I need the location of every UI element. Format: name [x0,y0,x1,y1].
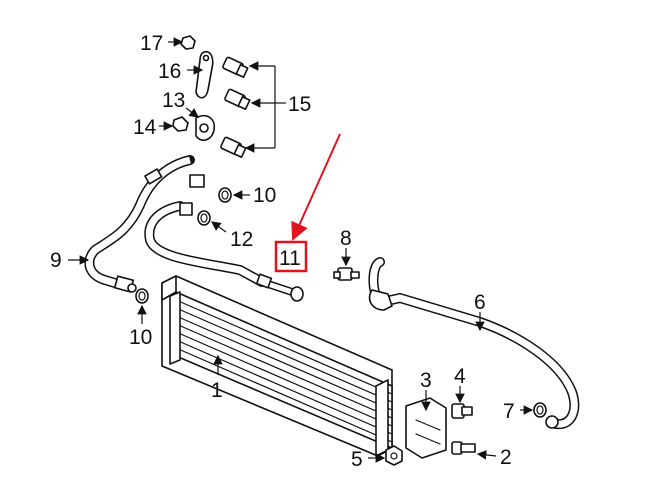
callout-8: 8 [340,227,352,250]
callout-10-upper: 10 [253,184,276,207]
nut-5 [385,445,403,466]
callout-9: 9 [50,249,62,272]
highlight-callout-11 [274,133,341,273]
bracket-16 [195,50,214,99]
callout-7: 7 [503,400,515,423]
callout-4: 4 [454,365,466,388]
return-tube-6 [368,257,580,430]
callout-labels: 17 16 13 14 15 10 12 11 9 10 1 8 6 3 4 7… [50,32,515,471]
stud-8 [333,267,360,281]
callout-13: 13 [162,89,185,112]
clip-13 [195,114,216,142]
nut-14 [172,116,189,132]
seal-7 [533,402,547,418]
callout-3: 3 [420,369,432,392]
bolt-4 [451,403,473,419]
callout-1: 1 [211,379,223,402]
callout-11: 11 [279,247,301,270]
callout-16: 16 [158,60,181,83]
cooler-hose-9 [84,155,195,293]
seal-12 [197,210,211,226]
bracket-3 [405,397,447,459]
cooler-hose-11 [144,174,304,302]
leader-lines [68,37,534,463]
oil-cooler-part [161,275,393,457]
fittings-15 [220,56,251,159]
callout-10-lower: 10 [129,326,152,349]
seal-10-lower [135,288,149,304]
callout-6: 6 [474,291,486,314]
callout-2: 2 [500,446,512,469]
callout-14: 14 [133,116,157,139]
callout-12: 12 [230,228,253,251]
nut-17 [180,35,196,50]
callout-15: 15 [288,93,311,116]
seal-10-upper [218,187,232,203]
callout-5: 5 [351,448,363,471]
bolt-2 [451,441,476,455]
callout-17: 17 [140,32,163,55]
